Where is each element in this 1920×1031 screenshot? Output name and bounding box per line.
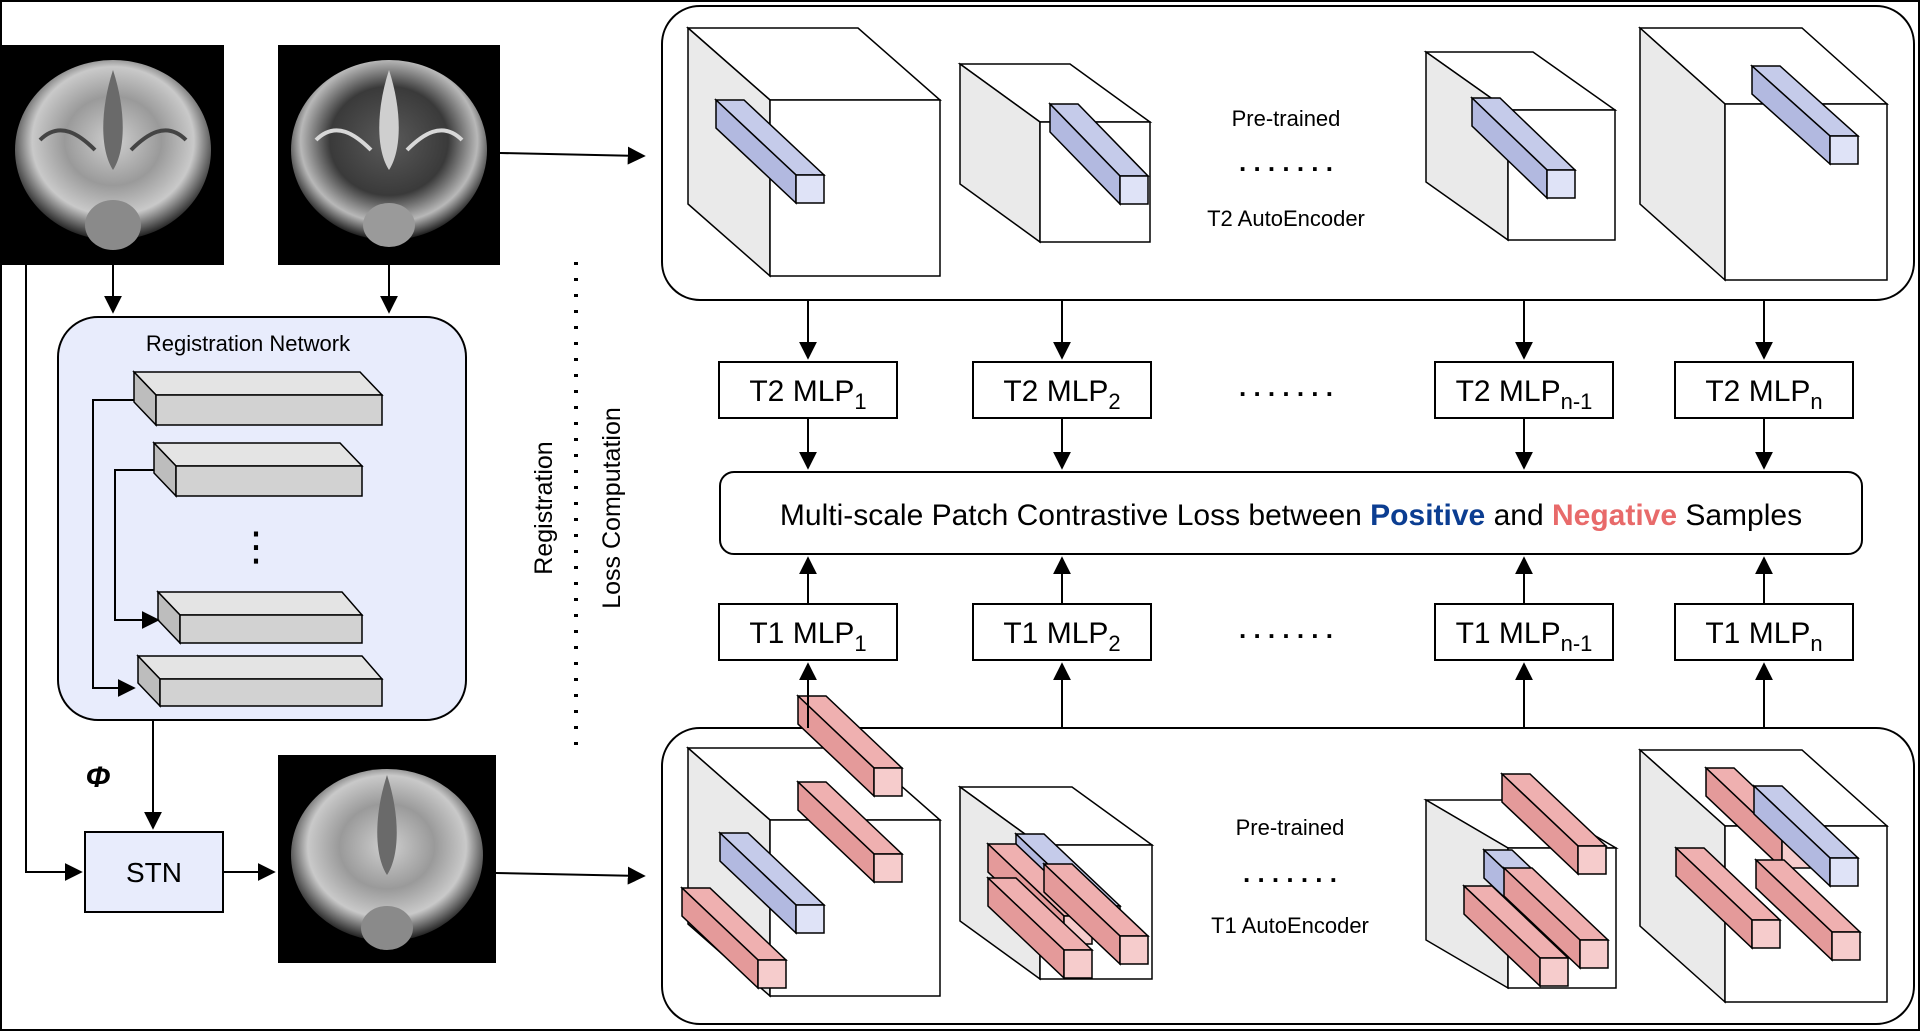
loss-label-line1: Registration <box>530 441 558 574</box>
t2-encoder-cubes <box>686 26 1889 282</box>
loss-positive: Positive <box>1370 499 1485 532</box>
t2-mlp-label-4: T2 MLPn <box>1705 375 1822 414</box>
t2-mlp-label-sub-1: 1 <box>854 389 866 414</box>
t2-positive-patch-4 <box>1750 64 1860 166</box>
contrastive-loss-box <box>719 471 1863 555</box>
t1-positive-patch-4-2 <box>1752 784 1860 888</box>
t2-positive-patch-2 <box>1048 102 1150 206</box>
warped-to-encoder-arrow <box>495 866 646 885</box>
t1-mlp-box-2 <box>972 603 1152 661</box>
t2-mlp-box-2 <box>972 361 1152 419</box>
t2-volume-4 <box>1638 26 1889 282</box>
t1-mlp-label-4: T1 MLPn <box>1705 617 1822 656</box>
t2-mlp-label-base-3: T2 MLP <box>1456 375 1561 408</box>
t1-negative-patch-2-4 <box>1042 862 1150 966</box>
t1-encoder-title-line2: T1 AutoEncoder <box>1211 913 1369 938</box>
contrastive-loss-text: Multi-scale Patch Contrastive Loss betwe… <box>780 499 1802 532</box>
t2-input-image <box>278 45 500 265</box>
layers-ellipsis: ⋮ <box>236 525 276 569</box>
network-layer-2 <box>152 441 364 498</box>
t2-mlp-box-3 <box>1434 361 1614 419</box>
t2-encoder-title-line1: Pre-trained <box>1232 106 1341 131</box>
t2-mlp-label-sub-4: n <box>1810 389 1822 414</box>
t1-negative-patch-3-4 <box>1502 866 1610 970</box>
t1-input-image <box>2 45 224 265</box>
stn-label: STN <box>126 857 182 888</box>
t2-mlp-label-base-4: T2 MLP <box>1705 375 1810 408</box>
loss-label-line2: Loss Computation <box>598 407 626 609</box>
network-layer-1 <box>132 370 384 427</box>
t2-mlp-label-2: T2 MLP2 <box>1003 375 1120 414</box>
t1-negative-patch-3-3 <box>1462 884 1570 988</box>
loss-suffix: Samples <box>1677 499 1802 532</box>
t1-mlp-label-base-4: T1 MLP <box>1705 617 1810 650</box>
t2-mlp-label-sub-3: n-1 <box>1561 389 1593 414</box>
t1-mlp-label-3: T1 MLPn-1 <box>1456 617 1593 656</box>
t2-mlp-ellipsis: . . . . . . . <box>1239 372 1333 402</box>
registration-network-title: Registration Network <box>146 331 351 356</box>
t1-encoder-dots: . . . . . . . <box>1243 858 1337 888</box>
skip-connection-inner <box>114 469 160 629</box>
network-layer-3 <box>156 590 364 645</box>
t1-mlp-label-base-3: T1 MLP <box>1456 617 1561 650</box>
loss-negative: Negative <box>1552 499 1677 532</box>
t2-to-encoder-arrow <box>499 146 646 165</box>
t1-mlp-label-sub-3: n-1 <box>1561 631 1593 656</box>
t1-mlp-label-sub-4: n <box>1810 631 1822 656</box>
t1-encoder-cubes <box>680 694 1889 1004</box>
t1-mlp-box-1 <box>718 603 898 661</box>
t1-negative-patch-1-1 <box>796 694 904 798</box>
t2-mlp-label-3: T2 MLPn-1 <box>1456 375 1593 414</box>
warped-image <box>278 755 496 963</box>
t1-negative-patch-4-4 <box>1674 846 1782 950</box>
skip-connection-outer <box>92 399 136 697</box>
loss-middle: and <box>1485 499 1552 532</box>
t1-negative-patch-1-4 <box>680 886 788 990</box>
t1-to-stn-arrow <box>25 265 83 881</box>
t2-mlp-box-1 <box>718 361 898 419</box>
t2-encoder-title-line2: T2 AutoEncoder <box>1207 206 1365 231</box>
loss-prefix: Multi-scale Patch Contrastive Loss betwe… <box>780 499 1370 532</box>
t1-mlp-label-sub-2: 2 <box>1108 631 1120 656</box>
network-layer-4 <box>136 654 384 708</box>
t2-mlp-label-sub-2: 2 <box>1108 389 1120 414</box>
t2-mlp-label-base-1: T2 MLP <box>749 375 854 408</box>
t2-positive-patch-3 <box>1470 96 1577 200</box>
t1-negative-patch-4-3 <box>1754 858 1862 962</box>
t1-mlp-label-base-2: T1 MLP <box>1003 617 1108 650</box>
t1-negative-patch-2-3 <box>986 876 1094 980</box>
t1-mlp-label-2: T1 MLP2 <box>1003 617 1120 656</box>
t1-encoder-title-line1: Pre-trained <box>1236 815 1345 840</box>
t1-negative-patch-3-1 <box>1500 772 1608 876</box>
t2-mlp-label-base-2: T2 MLP <box>1003 375 1108 408</box>
t2-mlp-label-1: T2 MLP1 <box>749 375 866 414</box>
t1-negative-patch-1-2 <box>796 780 904 884</box>
t2-encoder-dots: . . . . . . . <box>1239 147 1333 177</box>
t1-mlp-label-base-1: T1 MLP <box>749 617 854 650</box>
deformation-field-label: Φ <box>86 761 111 794</box>
t1-mlp-label-1: T1 MLP1 <box>749 617 866 656</box>
t1-mlp-label-sub-1: 1 <box>854 631 866 656</box>
t2-positive-patch-1 <box>714 98 826 205</box>
t1-mlp-box-3 <box>1434 603 1614 661</box>
t2-mlp-box-4 <box>1674 361 1854 419</box>
t1-mlp-ellipsis: . . . . . . . <box>1239 614 1333 644</box>
t1-positive-patch-1-3 <box>718 831 826 935</box>
